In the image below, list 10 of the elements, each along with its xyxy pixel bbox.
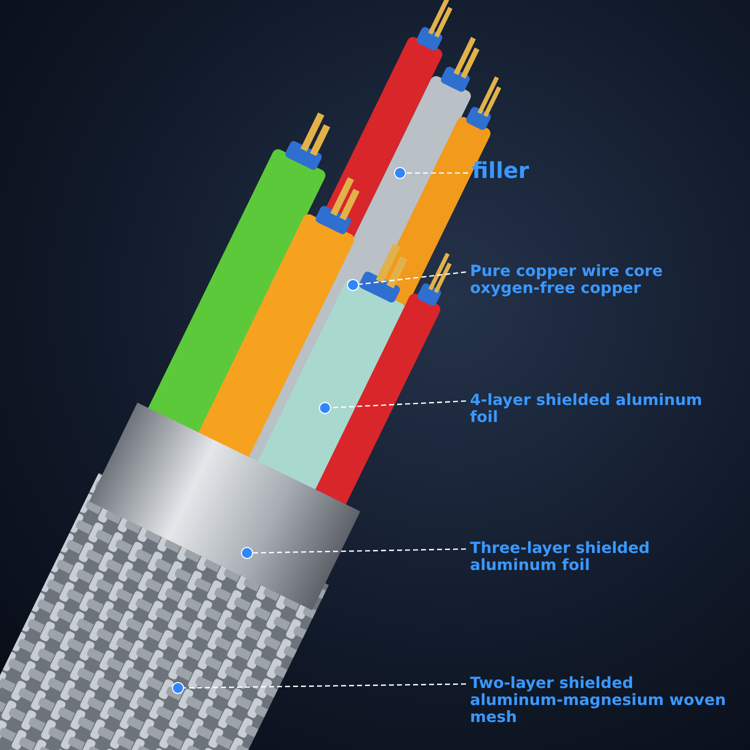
- callout-label: Two-layer shielded aluminum-magnesium woven mesh: [470, 675, 730, 726]
- callout-label: 4-layer shielded aluminum foil: [470, 392, 730, 426]
- callout-label: Pure copper wire core oxygen-free copper: [470, 263, 730, 297]
- leader-line: [172, 682, 466, 694]
- leader-line: [347, 271, 466, 291]
- callout-label: filler: [472, 160, 672, 184]
- leader-line: [319, 400, 466, 414]
- callout-label: Three-layer shielded aluminum foil: [470, 540, 730, 574]
- leader-line: [394, 167, 468, 179]
- leader-line: [241, 547, 466, 559]
